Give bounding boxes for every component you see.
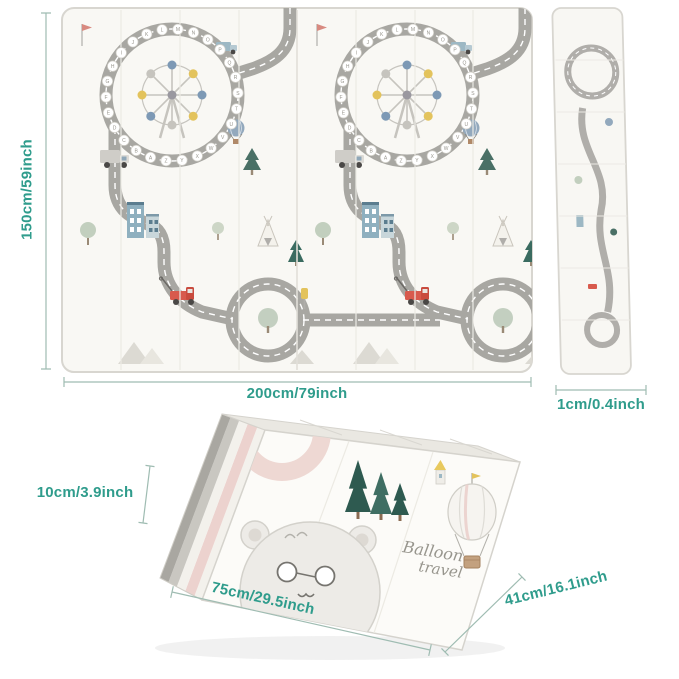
svg-text:O: O bbox=[441, 37, 445, 43]
svg-text:S: S bbox=[471, 91, 475, 97]
svg-text:V: V bbox=[221, 135, 225, 141]
pine-trees bbox=[345, 460, 409, 521]
svg-text:Q: Q bbox=[463, 60, 467, 66]
svg-text:G: G bbox=[341, 79, 345, 85]
svg-text:N: N bbox=[192, 30, 196, 36]
svg-text:B: B bbox=[370, 148, 374, 154]
svg-text:X: X bbox=[196, 154, 200, 160]
svg-text:U: U bbox=[230, 122, 234, 128]
svg-text:B: B bbox=[135, 148, 139, 154]
svg-text:I: I bbox=[356, 51, 357, 57]
svg-text:X: X bbox=[431, 154, 435, 160]
svg-text:U: U bbox=[465, 122, 469, 128]
mat-thickness-label: 1cm/0.4inch bbox=[556, 396, 646, 413]
dimension-lines bbox=[41, 12, 647, 657]
svg-text:E: E bbox=[107, 111, 111, 117]
svg-text:G: G bbox=[106, 79, 110, 85]
svg-text:Y: Y bbox=[180, 158, 184, 164]
folded-height-label: 10cm/3.9inch bbox=[36, 484, 134, 501]
mat-side-view bbox=[551, 7, 632, 375]
fold-layers bbox=[159, 413, 266, 601]
svg-text:S: S bbox=[236, 91, 240, 97]
svg-text:V: V bbox=[456, 135, 460, 141]
svg-text:K: K bbox=[145, 32, 149, 38]
svg-text:N: N bbox=[427, 30, 431, 36]
svg-text:Y: Y bbox=[415, 158, 419, 164]
svg-text:P: P bbox=[218, 48, 222, 54]
svg-text:F: F bbox=[340, 95, 343, 101]
svg-text:E: E bbox=[342, 111, 346, 117]
svg-text:O: O bbox=[206, 37, 210, 43]
svg-text:T: T bbox=[235, 107, 238, 113]
svg-text:W: W bbox=[444, 146, 449, 152]
svg-text:C: C bbox=[122, 138, 126, 144]
svg-text:H: H bbox=[346, 64, 350, 70]
svg-text:D: D bbox=[348, 125, 352, 131]
svg-text:Z: Z bbox=[400, 159, 403, 165]
svg-text:W: W bbox=[209, 146, 214, 152]
fold-creases bbox=[120, 10, 474, 370]
svg-text:C: C bbox=[357, 138, 361, 144]
svg-text:J: J bbox=[132, 40, 135, 46]
svg-text:M: M bbox=[411, 27, 415, 33]
folded-mat: Balloon travel bbox=[155, 413, 521, 660]
svg-text:K: K bbox=[380, 32, 384, 38]
svg-text:M: M bbox=[176, 27, 180, 33]
alphabet-ring-right: A B C D E F G H I J K L M N O PQ R S T U V W X Y Z bbox=[335, 23, 479, 167]
svg-text:R: R bbox=[234, 75, 238, 81]
unfolded-width-label: 200cm/79inch bbox=[246, 385, 348, 402]
tower-illustration bbox=[434, 460, 446, 485]
svg-text:Z: Z bbox=[165, 159, 168, 165]
svg-text:J: J bbox=[367, 40, 370, 46]
svg-text:D: D bbox=[113, 125, 117, 131]
svg-text:P: P bbox=[453, 48, 457, 54]
svg-text:H: H bbox=[111, 64, 115, 70]
svg-text:A: A bbox=[149, 155, 153, 161]
svg-text:L: L bbox=[396, 28, 399, 34]
unfolded-height-label: 150cm/59inch bbox=[18, 139, 36, 240]
alphabet-ring-left: A B C D E F G H I J K L M N O PQ R S T U V W X Y Z bbox=[100, 23, 244, 167]
hot-air-balloon bbox=[447, 473, 497, 569]
svg-text:Q: Q bbox=[228, 60, 232, 66]
svg-text:R: R bbox=[469, 75, 473, 81]
svg-text:I: I bbox=[121, 51, 122, 57]
svg-text:F: F bbox=[105, 95, 108, 101]
svg-text:A: A bbox=[384, 155, 388, 161]
svg-text:T: T bbox=[470, 107, 473, 113]
svg-text:L: L bbox=[161, 28, 164, 34]
